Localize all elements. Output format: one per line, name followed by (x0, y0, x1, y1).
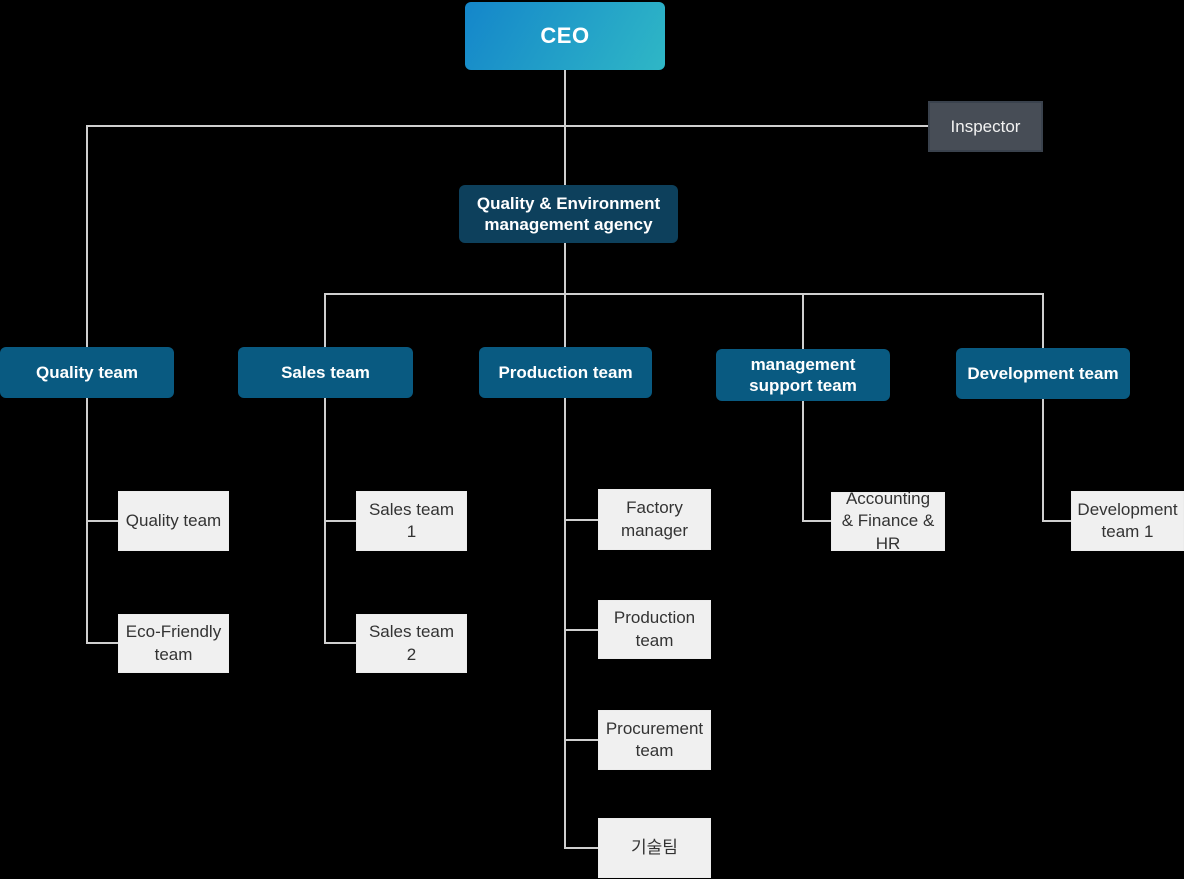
node-leaf-procurement-team: Procurement team (598, 710, 711, 770)
connector-sales-drop (324, 293, 326, 347)
node-leaf-production-team: Production team (598, 600, 711, 659)
connector-production-stub-3 (564, 739, 598, 741)
node-leaf-tech-team-label: 기술팀 (631, 837, 678, 857)
node-leaf-quality-team-label: Quality team (125, 510, 222, 530)
node-agency-label: Quality & Environment management agency (476, 193, 661, 234)
connector-agency-down (564, 243, 566, 347)
connector-production-stub-4 (564, 847, 598, 849)
node-ceo: CEO (465, 2, 665, 70)
node-team-development: Development team (956, 348, 1130, 399)
node-leaf-sales-team-2: Sales team 2 (356, 614, 467, 673)
node-team-sales-label: Sales team (281, 362, 370, 382)
connector-mgmt-stub (802, 520, 831, 522)
node-inspector: Inspector (928, 101, 1043, 152)
node-team-quality-label: Quality team (35, 362, 139, 382)
node-ceo-label: CEO (540, 23, 590, 48)
node-team-sales: Sales team (238, 347, 413, 398)
connector-production-stub-2 (564, 629, 598, 631)
connector-production-stub-1 (564, 519, 598, 521)
node-inspector-label: Inspector (950, 116, 1021, 136)
node-agency: Quality & Environment management agency (459, 185, 678, 243)
connector-sales-stub-1 (324, 520, 356, 522)
connector-top-horizontal (86, 125, 928, 127)
node-leaf-procurement-team-label: Procurement team (605, 718, 704, 760)
node-leaf-accounting-finance-hr: Accounting & Finance & HR (831, 489, 945, 553)
node-team-mgmt-support-label: management support team (749, 354, 857, 395)
node-team-mgmt-support: management support team (716, 349, 890, 401)
node-leaf-development-team-1-label: Development team 1 (1077, 499, 1178, 541)
connector-sales-stub-2 (324, 642, 356, 644)
node-leaf-tech-team: 기술팀 (598, 818, 711, 878)
node-leaf-quality-team: Quality team (118, 491, 229, 551)
node-team-development-label: Development team (967, 363, 1119, 383)
node-leaf-development-team-1: Development team 1 (1071, 491, 1184, 551)
connector-quality-stub-2 (86, 642, 118, 644)
node-team-production: Production team (479, 347, 652, 398)
connector-mgmt-drop (802, 293, 804, 349)
connector-ceo-down (564, 70, 566, 185)
node-leaf-eco-friendly-team: Eco-Friendly team (118, 614, 229, 673)
node-leaf-eco-friendly-team-label: Eco-Friendly team (125, 622, 222, 664)
connector-production-chain (564, 398, 566, 849)
node-leaf-sales-team-1: Sales team 1 (356, 491, 467, 551)
connector-mgmt-chain (802, 401, 804, 521)
node-leaf-sales-team-1-label: Sales team 1 (368, 499, 455, 541)
node-team-quality: Quality team (0, 347, 174, 398)
node-leaf-sales-team-2-label: Sales team 2 (368, 622, 455, 664)
node-leaf-factory-manager: Factory manager (598, 489, 711, 550)
node-leaf-accounting-finance-hr-label: Accounting & Finance & HR (841, 489, 935, 553)
connector-dev-drop (1042, 293, 1044, 348)
node-leaf-factory-manager-label: Factory manager (620, 498, 689, 540)
connector-teams-horizontal (324, 293, 1044, 295)
connector-dev-chain (1042, 399, 1044, 521)
connector-dev-stub (1042, 520, 1071, 522)
connector-quality-stub-1 (86, 520, 118, 522)
connector-quality-top-drop (86, 125, 88, 347)
node-team-production-label: Production team (498, 362, 633, 382)
node-leaf-production-team-label: Production team (613, 608, 696, 650)
